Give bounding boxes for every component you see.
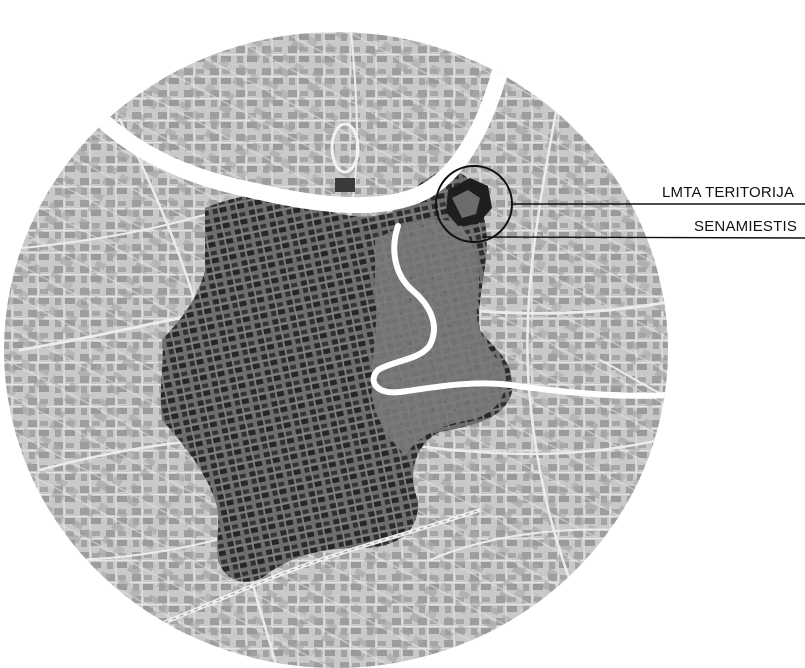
stadium-track [330, 122, 360, 174]
railway [119, 508, 481, 642]
senamiestis-leader-line [481, 236, 805, 239]
lmta-territory-area [446, 178, 492, 226]
vilnia-river [370, 223, 668, 399]
lmta-territory-label: LMTA TERITORIJA [662, 184, 795, 201]
stadium-building [335, 178, 355, 192]
old-town-label: SENAMIESTIS [694, 218, 798, 235]
lmta-building-detail [452, 190, 480, 218]
